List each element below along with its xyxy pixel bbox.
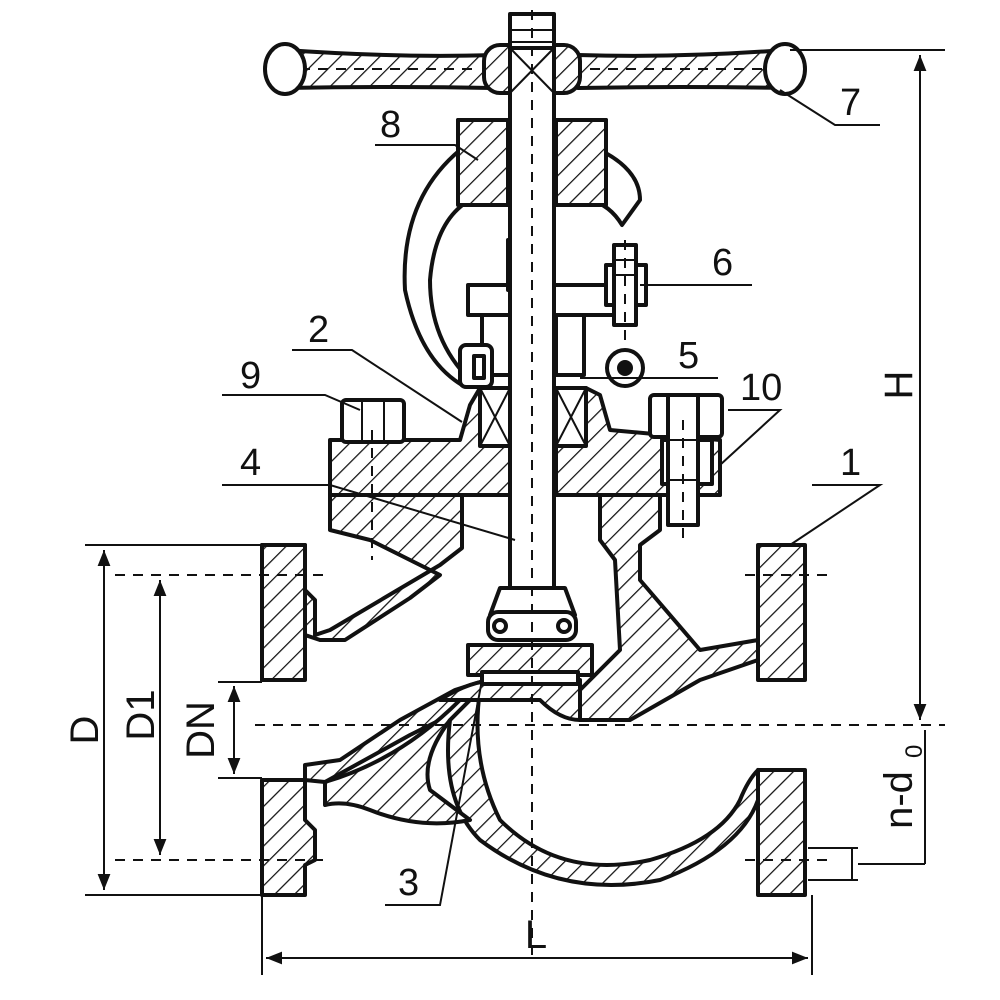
body-right-upper	[578, 493, 760, 722]
body-lower-bowl	[446, 688, 760, 887]
body-lower-left	[323, 688, 482, 826]
dim-label-bolt-holes: n-d	[877, 771, 921, 829]
label-part-10: 10	[740, 367, 782, 409]
dim-label-L: L	[525, 913, 547, 957]
part-labels: 7 8 6 2 5 9 10 4 1 3	[240, 82, 861, 904]
dim-label-D1: D1	[119, 689, 163, 740]
dimension-lines	[85, 49, 945, 975]
handwheel-rim-left	[263, 42, 307, 96]
dim-label-D: D	[63, 716, 107, 745]
label-part-2: 2	[308, 309, 329, 351]
label-part-8: 8	[380, 104, 401, 146]
gland-sleeve-right	[554, 313, 586, 377]
valve-body	[260, 493, 807, 897]
label-part-1: 1	[840, 442, 861, 484]
label-part-6: 6	[712, 242, 733, 284]
dim-label-n-d0: n-d 0	[877, 745, 928, 829]
label-part-3: 3	[398, 862, 419, 904]
dim-label-H: H	[877, 371, 921, 400]
label-part-4: 4	[240, 442, 261, 484]
disc-seat-face	[480, 670, 580, 686]
bolt-nut-left	[340, 398, 406, 444]
label-part-5: 5	[678, 335, 699, 377]
body-left-flange-upper	[260, 543, 307, 682]
dim-label-bolt-holes-sub: 0	[901, 745, 928, 758]
leader-lines	[222, 89, 884, 906]
handwheel-rim-right	[763, 42, 807, 96]
body-right-flange-upper	[756, 543, 807, 682]
yoke-nut-right	[554, 118, 608, 207]
centerlines	[115, 10, 945, 955]
body-right-flange-lower	[756, 768, 807, 897]
label-part-9: 9	[240, 355, 261, 397]
handwheel-spoke-left	[283, 48, 494, 90]
dim-label-DN: DN	[179, 701, 223, 759]
body-left-upper	[260, 493, 464, 682]
dimension-labels: D D1 DN H L n-d 0	[63, 371, 928, 957]
body-left-flange-lower	[260, 778, 317, 897]
label-part-7: 7	[840, 82, 861, 124]
yoke-nut-left	[456, 118, 510, 207]
